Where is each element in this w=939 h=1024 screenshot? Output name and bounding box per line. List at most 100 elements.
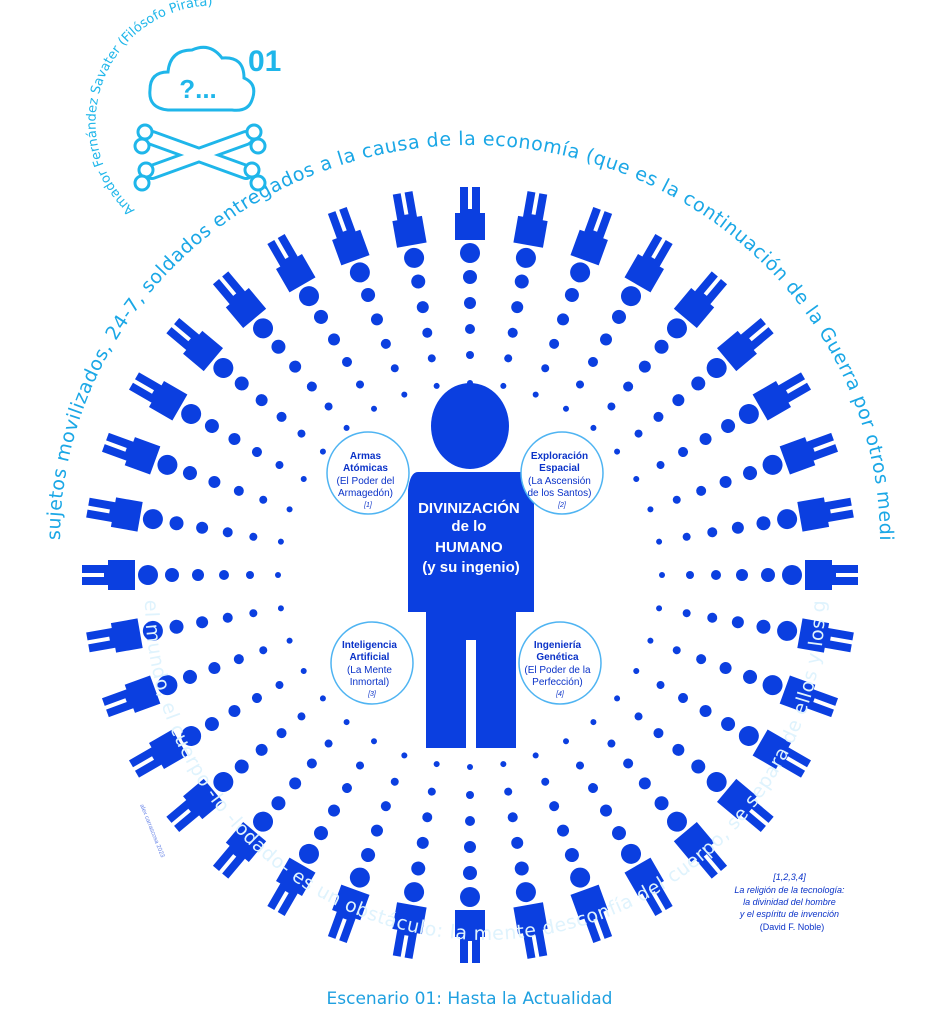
ray-dot <box>182 466 197 481</box>
ray-dot <box>422 327 433 338</box>
figure-ray <box>647 432 839 513</box>
small-human-figure <box>455 187 485 263</box>
ray-dot <box>356 380 364 389</box>
ray-dot <box>314 826 328 841</box>
ray-dot <box>306 381 317 392</box>
figure-ray <box>500 761 548 959</box>
ray-dot <box>557 824 570 837</box>
bubble-ingenieria-genetica: Ingeniería Genética (El Poder de la Perf… <box>518 621 602 705</box>
ray-dot <box>672 394 685 407</box>
ray-dot <box>656 681 665 689</box>
ray-dot <box>600 333 612 346</box>
svg-text:Inteligencia Artificial: Inteligencia Artificial (La Mente Inmort… <box>342 633 402 698</box>
figure-ray <box>590 719 728 879</box>
ray-dot <box>370 824 383 837</box>
small-human-figure <box>513 191 548 268</box>
small-human-figure <box>128 726 202 778</box>
ray-dot <box>196 616 209 629</box>
ray-dot <box>743 669 758 684</box>
figure-ray <box>267 233 377 412</box>
ray-dot <box>286 506 293 513</box>
ray-dot <box>222 612 233 623</box>
ray-dot <box>614 448 621 455</box>
small-human-figure <box>706 317 774 379</box>
figure-ray <box>563 738 673 917</box>
ray-dot <box>707 527 718 538</box>
ray-dot <box>427 787 436 796</box>
ray-dot <box>654 339 669 354</box>
small-human-figure <box>777 618 854 653</box>
figure-ray <box>86 605 284 653</box>
ray-dot <box>416 301 429 314</box>
ray-dot <box>719 475 732 488</box>
ray-dot <box>686 571 694 579</box>
small-human-figure <box>666 271 728 339</box>
ray-dot <box>656 538 663 545</box>
reference-note: [1,2,3,4] La religión de la tecnología: … <box>734 872 845 932</box>
ray-dot <box>204 717 219 731</box>
ray-dot <box>433 761 440 768</box>
svg-text:Exploración Espacial: Exploración Espacial (La Ascensión de lo… <box>527 444 596 509</box>
ray-dot <box>588 356 598 367</box>
ray-dot <box>328 804 340 817</box>
ray-dot <box>653 411 664 422</box>
ray-dot <box>390 364 399 373</box>
ray-dot <box>342 783 352 794</box>
small-human-figure <box>570 206 613 283</box>
central-human-figure: DIVINIZACIÓN de lo HUMANO (y su ingenio) <box>408 383 534 748</box>
ray-dot <box>590 424 597 431</box>
ray-dot <box>549 338 560 349</box>
bubble-exploracion-espacial: Exploración Espacial (La Ascensión de lo… <box>520 431 604 515</box>
ray-dot <box>306 758 317 769</box>
ray-dot <box>165 568 179 582</box>
ray-dot <box>169 516 184 531</box>
ray-dot <box>324 402 333 411</box>
figure-ray <box>563 233 673 412</box>
ray-dot <box>731 521 744 534</box>
figure-ray <box>392 191 440 389</box>
figure-ray <box>532 752 613 944</box>
ray-dot <box>633 476 640 482</box>
ray-dot <box>612 309 626 324</box>
figure-ray <box>86 497 284 545</box>
ray-dot <box>277 538 284 545</box>
cloud-icon: ?... <box>148 45 256 112</box>
ray-dot <box>500 382 507 389</box>
ray-dot <box>297 429 306 438</box>
ray-dot <box>682 609 691 618</box>
ray-dot <box>719 662 732 675</box>
ray-dot <box>707 612 718 623</box>
ray-dot <box>259 646 268 655</box>
ray-dot <box>678 447 689 457</box>
ray-dot <box>564 287 579 302</box>
bubble-armas-atomicas: Armas Atómicas (El Poder del Armagedón) … <box>326 431 410 515</box>
ray-dot <box>607 739 616 748</box>
ray-dot <box>255 743 268 756</box>
ray-dot <box>653 728 664 739</box>
ray-dot <box>507 812 518 823</box>
figure-ray <box>532 206 613 398</box>
ray-dot <box>401 752 408 759</box>
small-human-figure <box>762 432 839 475</box>
small-human-figure <box>738 372 812 424</box>
cloud-question-text: ?... <box>179 74 217 104</box>
ray-dot <box>182 669 197 684</box>
watermark-text: alex carrascosa 2023 <box>138 804 165 860</box>
ray-dot <box>319 448 326 455</box>
ray-dot <box>259 495 268 504</box>
figure-ray <box>659 560 858 590</box>
small-human-figure <box>666 811 728 879</box>
ray-dot <box>647 506 654 513</box>
figure-ray <box>212 719 350 879</box>
ray-dot <box>634 429 643 438</box>
bubble-inteligencia-artificial: Inteligencia Artificial (La Mente Inmort… <box>330 621 414 705</box>
crossbones-icon <box>133 123 267 192</box>
ray-dot <box>433 382 440 389</box>
small-human-figure <box>166 771 234 833</box>
ray-dot <box>532 391 539 398</box>
small-human-figure <box>82 560 158 590</box>
ray-dot <box>590 719 597 726</box>
ray-dot <box>233 654 244 665</box>
ray-dot <box>682 532 691 541</box>
small-human-figure <box>777 497 854 532</box>
